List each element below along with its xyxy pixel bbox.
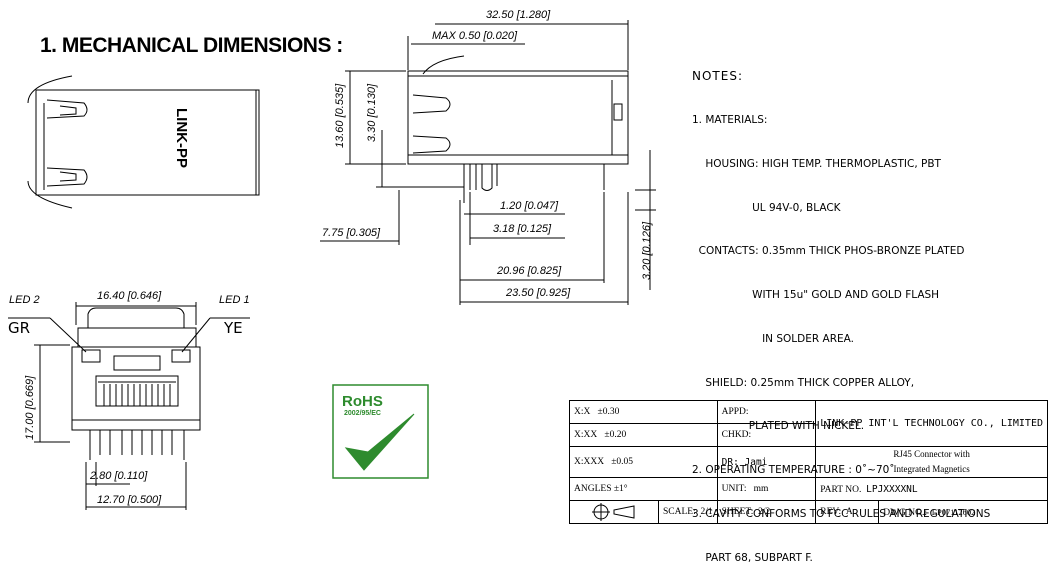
led2-label: LED 2: [9, 294, 40, 306]
dim-overall-length: 32.50 [1.280]: [486, 9, 551, 21]
dim-front-d1: 2.80 [0.110]: [90, 470, 148, 482]
part-no-cell: PART NO. LPJXXXXNL: [815, 477, 1048, 501]
dim-d1: 1.20 [0.047]: [500, 200, 559, 212]
rohs-logo-text: RoHS: [342, 393, 383, 410]
drawn-by: DR: Jami: [716, 446, 817, 478]
rev-cell: REV: A: [815, 500, 880, 524]
title-block: X:X ±0.30 APPD: LINK-PP INT'L TECHNOLOGY…: [569, 400, 1048, 524]
led1-color: YE: [224, 319, 243, 337]
tol-xxx-cell: X:XX ±0.20: [569, 423, 718, 447]
side-view-drawing: [320, 20, 656, 305]
scale-cell: SCALE: 2/1: [663, 507, 713, 517]
led2-color: GR: [8, 319, 31, 337]
rohs-logo-sub: 2002/95/EC: [344, 410, 381, 417]
notes-line: IN SOLDER AREA.: [692, 332, 854, 345]
rohs-check-icon: [344, 413, 415, 471]
notes-line: UL 94V-0, BLACK: [692, 201, 841, 214]
description: RJ45 Connector with Integrated Magnetics: [815, 446, 1048, 478]
notes-line: WITH 15u" GOLD AND GOLD FLASH: [692, 289, 940, 302]
dim-front-width: 16.40 [0.646]: [97, 290, 162, 302]
notes-heading: NOTES:: [692, 69, 743, 84]
tol-xxxx-cell: X:XXX ±0.05: [569, 446, 718, 478]
notes-line: SHIELD: 0.25mm THICK COPPER ALLOY,: [692, 376, 915, 389]
sheet-cell: SHEET: 2/2: [716, 500, 817, 524]
front-view-drawing: [8, 302, 250, 510]
projection-symbol-icon: [570, 501, 659, 523]
dim-front-height: 17.00 [0.669]: [24, 375, 36, 440]
angles-cell: ANGLES ±1°: [569, 477, 718, 501]
top-view-drawing: [27, 75, 260, 209]
dim-height-small: 3.30 [0.130]: [366, 83, 378, 142]
dim-d6: 3.20 [0.126]: [641, 221, 653, 280]
dim-max: MAX 0.50 [0.020]: [432, 30, 517, 42]
top-view-label: LINK-PP: [173, 108, 190, 168]
company-name: LINK-PP INT'L TECHNOLOGY CO., LIMITED: [815, 400, 1048, 447]
notes-line: HOUSING: HIGH TEMP. THERMOPLASTIC, PBT: [692, 157, 941, 170]
mechanical-drawing: [8, 20, 656, 510]
projection-cell: SCALE: 2/1: [569, 500, 718, 524]
unit-cell: UNIT: mm: [716, 477, 817, 501]
notes-line: PART 68, SUBPART F.: [692, 551, 813, 564]
dim-d3: 7.75 [0.305]: [322, 227, 381, 239]
notes-line: CONTACTS: 0.35mm THICK PHOS-BRONZE PLATE…: [692, 245, 965, 258]
dim-front-d2: 12.70 [0.500]: [97, 494, 162, 506]
page-title: 1. MECHANICAL DIMENSIONS :: [40, 34, 343, 57]
led1-label: LED 1: [219, 294, 250, 306]
appd-cell: APPD:: [716, 400, 817, 424]
tol-xx-cell: X:X ±0.30: [569, 400, 718, 424]
dwg-no-cell: DWG NO.: LP07112602: [878, 500, 1048, 524]
chkd-cell: CHKD:: [716, 423, 817, 447]
dim-d2: 3.18 [0.125]: [493, 223, 552, 235]
dim-d4: 20.96 [0.825]: [497, 265, 562, 277]
notes-line: 1. MATERIALS:: [692, 113, 768, 126]
dim-height-total: 13.60 [0.535]: [334, 83, 346, 148]
dim-d5: 23.50 [0.925]: [506, 287, 571, 299]
rohs-logo-frame: [332, 384, 429, 479]
